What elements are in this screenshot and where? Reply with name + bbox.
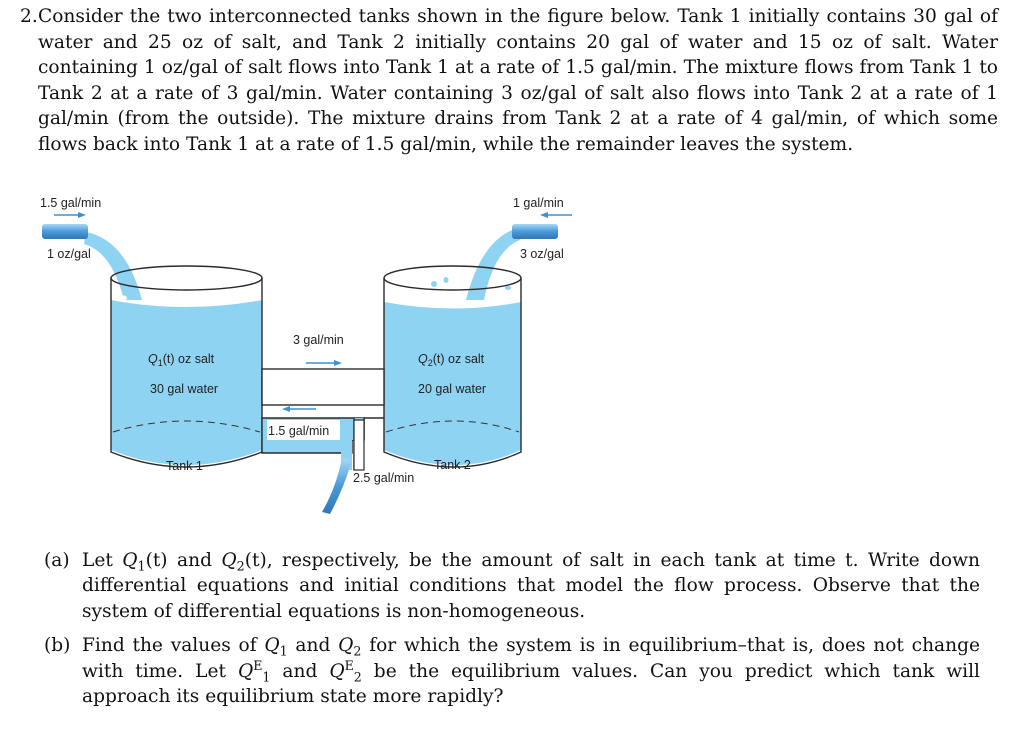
tanks-diagram: 1.5 gal/min 1 oz/gal 1 gal/min 3 oz/gal … [40, 196, 572, 514]
tanks-figure: 1.5 gal/min 1 oz/gal 1 gal/min 3 oz/gal … [0, 188, 600, 528]
drain-pipe-body [353, 419, 365, 471]
inflow2-conc-label: 3 oz/gal [520, 247, 564, 261]
tank2-name-label: Tank 2 [434, 458, 471, 472]
part-b-text: and [287, 635, 339, 657]
part-b-label: (b) [44, 635, 71, 657]
part-b-math-sub: 1 [262, 669, 271, 685]
inflow2-arrow [540, 212, 572, 218]
tank1-dashed-edge [112, 420, 261, 433]
transfer-rate-label: 3 gal/min [293, 333, 344, 347]
problem-parts: (a) Let Q1(t) and Q2(t), respectively, b… [44, 548, 980, 718]
inflow2-rate-label: 1 gal/min [513, 196, 564, 210]
part-b-math: Q [237, 660, 254, 682]
tank2-water-label: 20 gal water [418, 382, 486, 396]
tank2-outline [383, 278, 522, 468]
tank1-rim [110, 265, 263, 291]
inflow1-conc-label: 1 oz/gal [47, 247, 91, 261]
inflow2-pipe [512, 224, 558, 239]
inflow1-rate-label: 1.5 gal/min [40, 196, 101, 210]
part-b-math: Q [338, 635, 354, 657]
droplet [431, 281, 437, 287]
part-b-text: and [270, 660, 330, 682]
part-b: (b) Find the values of Q1 and Q2 for whi… [44, 633, 980, 709]
part-a: (a) Let Q1(t) and Q2(t), respectively, b… [44, 548, 980, 624]
return-arrow [282, 406, 316, 412]
transfer-arrow [306, 360, 342, 366]
tank2-dashed-edge [385, 420, 520, 433]
return-rate-label: 1.5 gal/min [268, 424, 329, 438]
droplet [443, 277, 449, 283]
return-pipe-label-box [267, 420, 340, 440]
part-b-text: for which the system is in equilibrium–t… [82, 635, 981, 682]
droplet [167, 278, 173, 286]
part-a-text: and [167, 550, 222, 571]
droplet [505, 286, 511, 290]
inflow2-stream [466, 228, 520, 300]
tank2-salt-label: Q2(t) oz salt [418, 352, 485, 368]
inflow1-arrow [54, 212, 86, 218]
inflow1-stream [84, 232, 142, 300]
part-b-math-sup: E [344, 657, 354, 673]
connector-pipe [261, 368, 385, 406]
tank1-name-label: Tank 1 [166, 459, 203, 473]
tank1-outline [110, 278, 263, 468]
problem-text: Consider the two interconnected tanks sh… [38, 6, 998, 155]
drain-stream [322, 458, 352, 514]
inflow1-pipe [42, 224, 88, 239]
part-b-text: be the equilibrium values. Can you predi… [82, 660, 980, 708]
tank1-water-label: 30 gal water [150, 382, 218, 396]
part-a-math: Q [122, 550, 138, 571]
part-a-text: , respectively, be the amount of salt in… [82, 550, 981, 622]
part-a-math-sub: 2 [236, 558, 245, 574]
droplet [119, 295, 127, 301]
part-b-math-sub: 1 [279, 643, 288, 659]
part-b-math: Q [264, 635, 280, 657]
part-a-label: (a) [44, 550, 70, 571]
part-b-text: Find the values of [82, 635, 265, 657]
problem-statement: 2. Consider the two interconnected tanks… [20, 4, 998, 158]
part-b-math: Q [329, 660, 345, 682]
part-a-math: Q [221, 550, 237, 571]
part-a-math-arg: (t) [244, 550, 267, 571]
part-b-math-sup: E [253, 657, 263, 673]
tank1-salt-label: Q1(t) oz salt [148, 352, 215, 368]
part-a-text: Let [82, 550, 123, 571]
tank2-rim [383, 265, 522, 291]
part-b-math-sub: 2 [353, 643, 362, 659]
part-a-math-sub: 1 [137, 558, 146, 574]
drain-rate-label: 2.5 gal/min [353, 471, 414, 485]
part-b-math-sub: 2 [353, 669, 362, 685]
problem-number: 2. [20, 6, 38, 27]
part-a-math-arg: (t) [145, 550, 168, 571]
